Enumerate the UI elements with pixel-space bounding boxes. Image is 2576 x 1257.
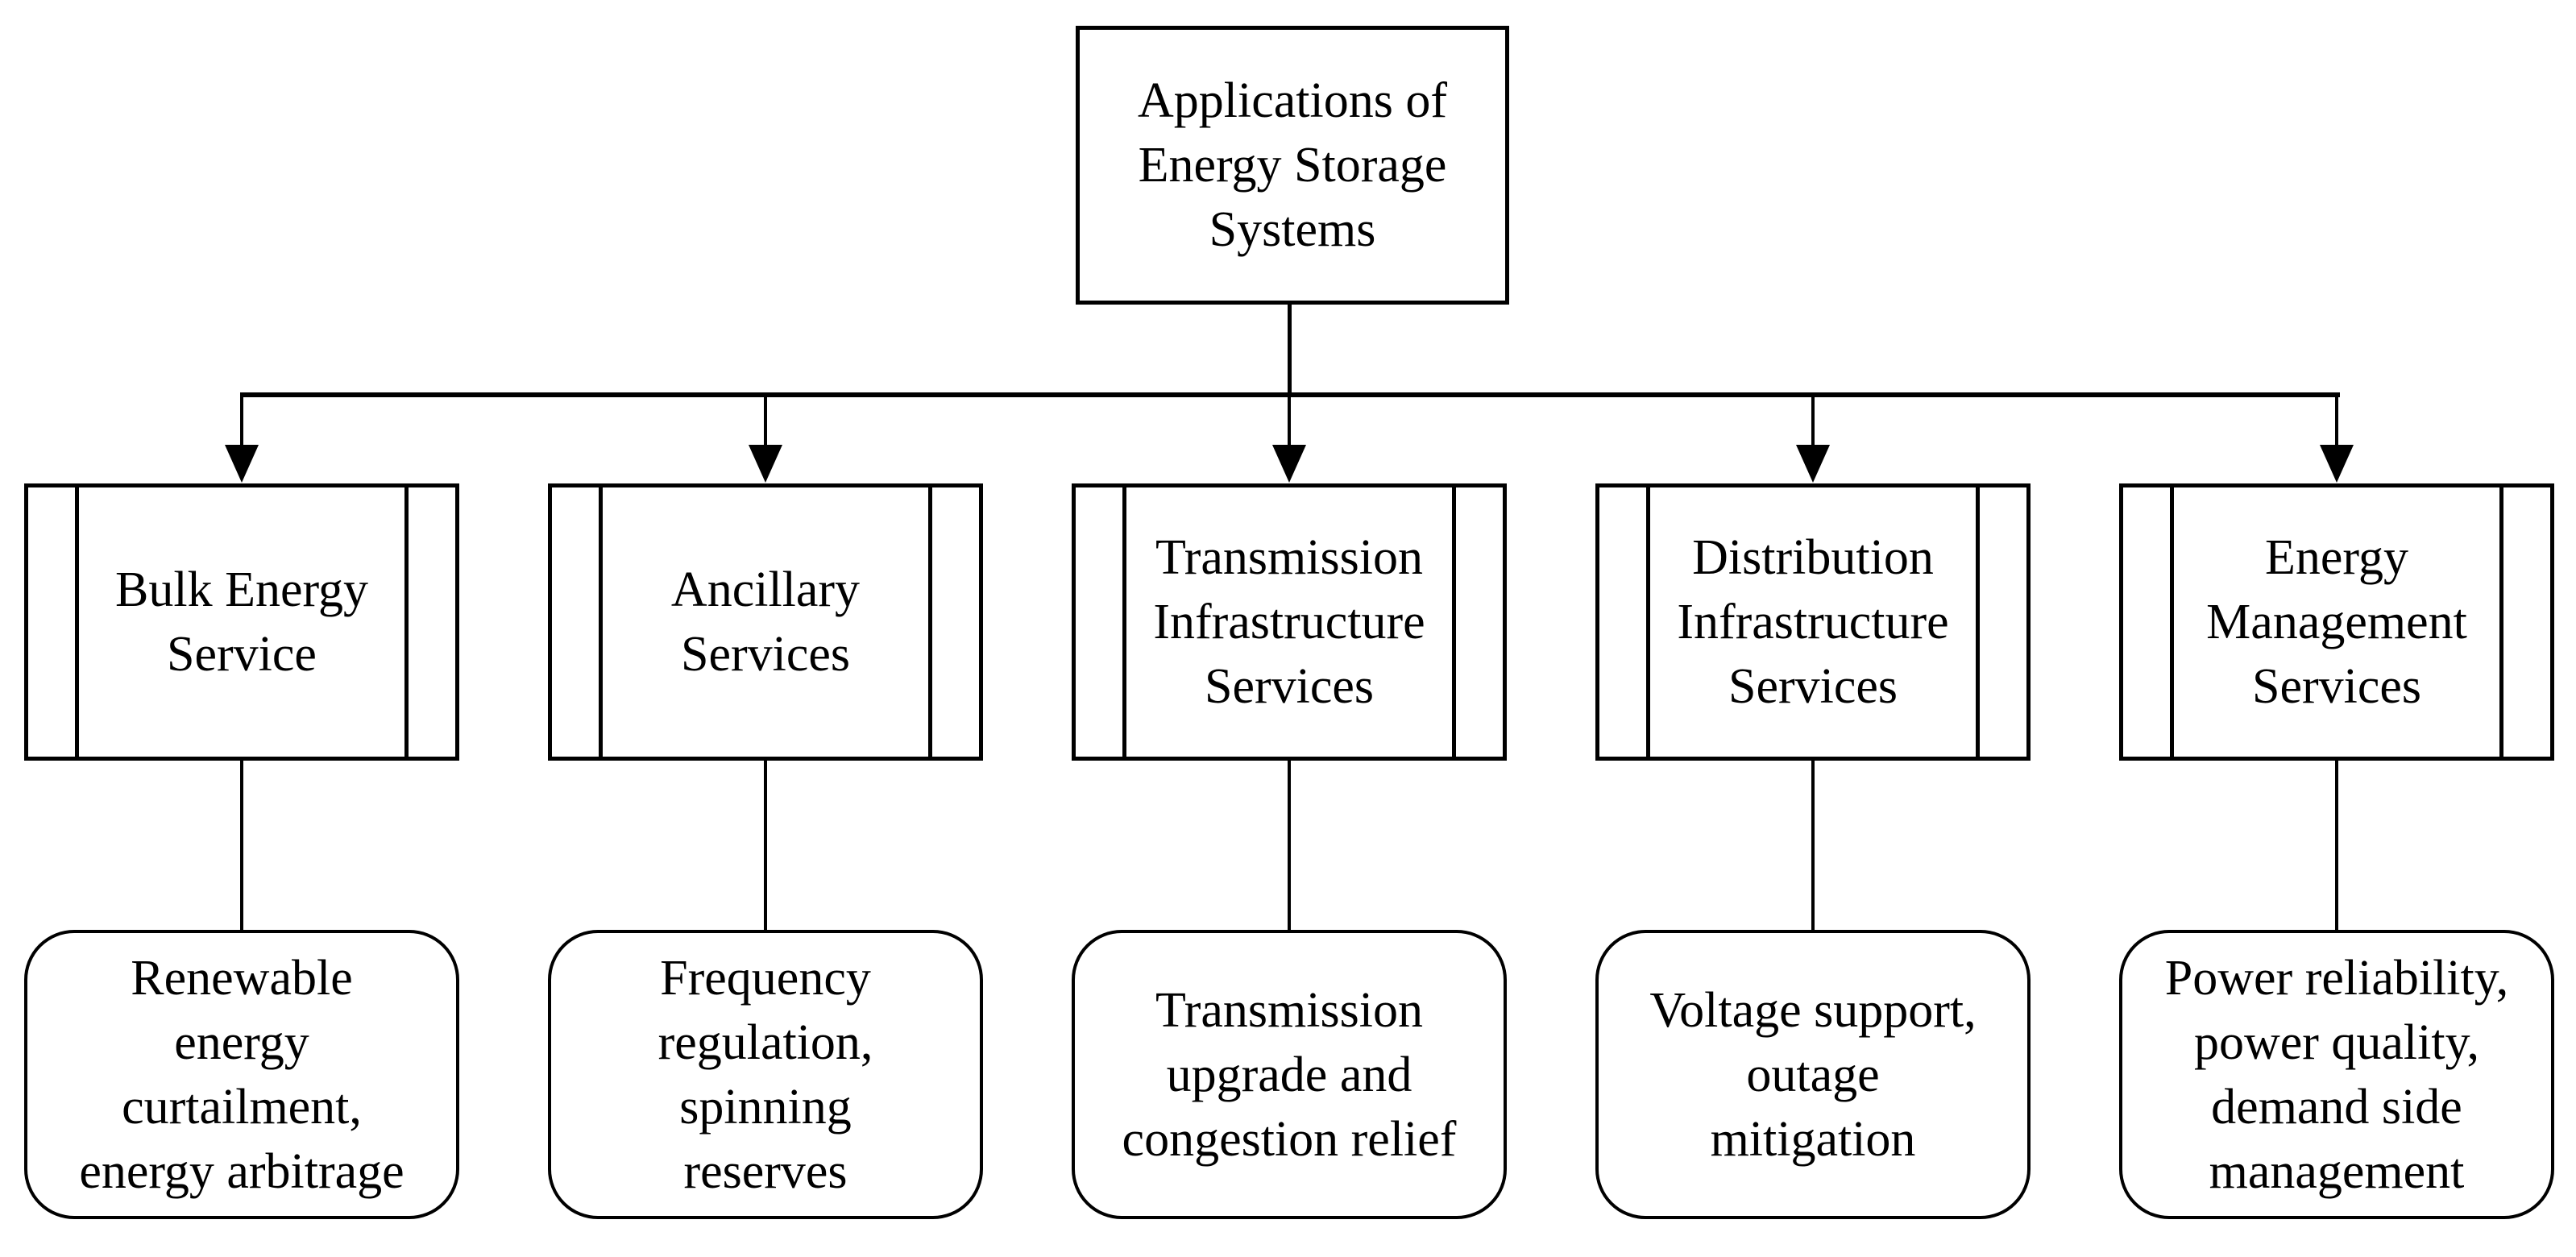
category-label: Transmission Infrastructure Services [1153,530,1425,714]
category-to-application-line [1811,761,1815,931]
application-label: Power reliability, power quality, demand… [2164,950,2509,1199]
category-to-application-line [2335,761,2338,931]
category-label: Distribution Infrastructure Services [1677,530,1949,714]
predefined-process-bar [2499,487,2503,757]
category-node-energy-management-services: Energy Management Services [2119,483,2554,761]
predefined-process-bar [599,487,603,757]
branch-arrow-line [1288,393,1291,450]
root-node: Applications of Energy Storage Systems [1076,26,1509,305]
application-node-bulk-energy-service: Renewable energy curtailment, energy arb… [24,930,459,1219]
branch-arrow-line [764,393,767,450]
predefined-process-bar [1646,487,1650,757]
predefined-process-bar [1976,487,1980,757]
arrow-down-icon [749,445,782,483]
category-label: Bulk Energy Service [115,562,368,682]
category-to-application-line [1288,761,1291,931]
arrow-down-icon [1796,445,1830,483]
application-label: Renewable energy curtailment, energy arb… [79,950,404,1199]
root-node-label: Applications of Energy Storage Systems [1138,73,1447,257]
application-label: Transmission upgrade and congestion reli… [1122,982,1457,1167]
category-label: Energy Management Services [2206,530,2467,714]
application-label: Voltage support, outage mitigation [1649,982,1977,1167]
root-stem-line [1288,303,1292,394]
arrow-down-icon [2320,445,2354,483]
application-node-distribution-infrastructure-services: Voltage support, outage mitigation [1595,930,2031,1219]
predefined-process-bar [928,487,932,757]
category-node-bulk-energy-service: Bulk Energy Service [24,483,459,761]
category-label: Ancillary Services [670,562,861,682]
category-to-application-line [240,761,243,931]
branch-arrow-line [240,393,243,450]
arrow-down-icon [1272,445,1306,483]
predefined-process-bar [1452,487,1456,757]
application-node-energy-management-services: Power reliability, power quality, demand… [2119,930,2554,1219]
predefined-process-bar [1122,487,1126,757]
branch-arrow-line [2335,393,2338,450]
category-to-application-line [764,761,767,931]
predefined-process-bar [2170,487,2174,757]
predefined-process-bar [75,487,79,757]
category-node-distribution-infrastructure-services: Distribution Infrastructure Services [1595,483,2031,761]
predefined-process-bar [404,487,409,757]
application-node-ancillary-services: Frequency regulation, spinning reserves [548,930,983,1219]
category-node-ancillary-services: Ancillary Services [548,483,983,761]
application-node-transmission-infrastructure-services: Transmission upgrade and congestion reli… [1072,930,1507,1219]
branch-arrow-line [1811,393,1815,450]
arrow-down-icon [225,445,259,483]
category-node-transmission-infrastructure-services: Transmission Infrastructure Services [1072,483,1507,761]
application-label: Frequency regulation, spinning reserves [657,950,873,1199]
